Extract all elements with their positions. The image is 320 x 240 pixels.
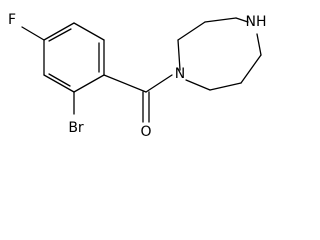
- ring-bond-c5-c6: [43, 22, 75, 41]
- molecule-structure: F Br O N NH: [8, 12, 267, 140]
- diazepane-bond-c3-c4: [204, 17, 237, 23]
- diazepane-bond-c4-n5: [235, 17, 249, 23]
- fluorine-label: F: [8, 12, 16, 28]
- diazepane-bond-n1-c2: [177, 39, 181, 71]
- oxygen-label: O: [140, 124, 151, 140]
- bond-ring-carbonyl: [103, 74, 147, 93]
- diazepane-bond-c2-c3: [177, 21, 206, 41]
- bromine-label: Br: [68, 120, 84, 136]
- ring-double-bond-inner-3: [48, 28, 72, 42]
- ring-bond-c3-c4: [43, 74, 75, 93]
- diazepane-bond-c6-c7: [240, 54, 262, 84]
- amine-nitrogen-label: NH: [246, 14, 267, 30]
- diazepane-ring: [177, 17, 262, 91]
- diazepane-bond-c7-c8: [209, 82, 242, 91]
- benzene-ring: [43, 22, 105, 93]
- ring-bond-c2-c3: [73, 74, 105, 93]
- amide-nitrogen-label: N: [175, 66, 185, 82]
- diazepane-bond-c8-n1: [185, 79, 211, 91]
- ring-bond-c6-c1: [73, 22, 105, 41]
- diazepane-bond-n5-c6: [256, 33, 262, 56]
- ring-double-bond-inner-2: [48, 73, 71, 87]
- bond-ring-fluorine: [21, 26, 45, 41]
- bond-carbonyl-amide-n: [145, 74, 173, 93]
